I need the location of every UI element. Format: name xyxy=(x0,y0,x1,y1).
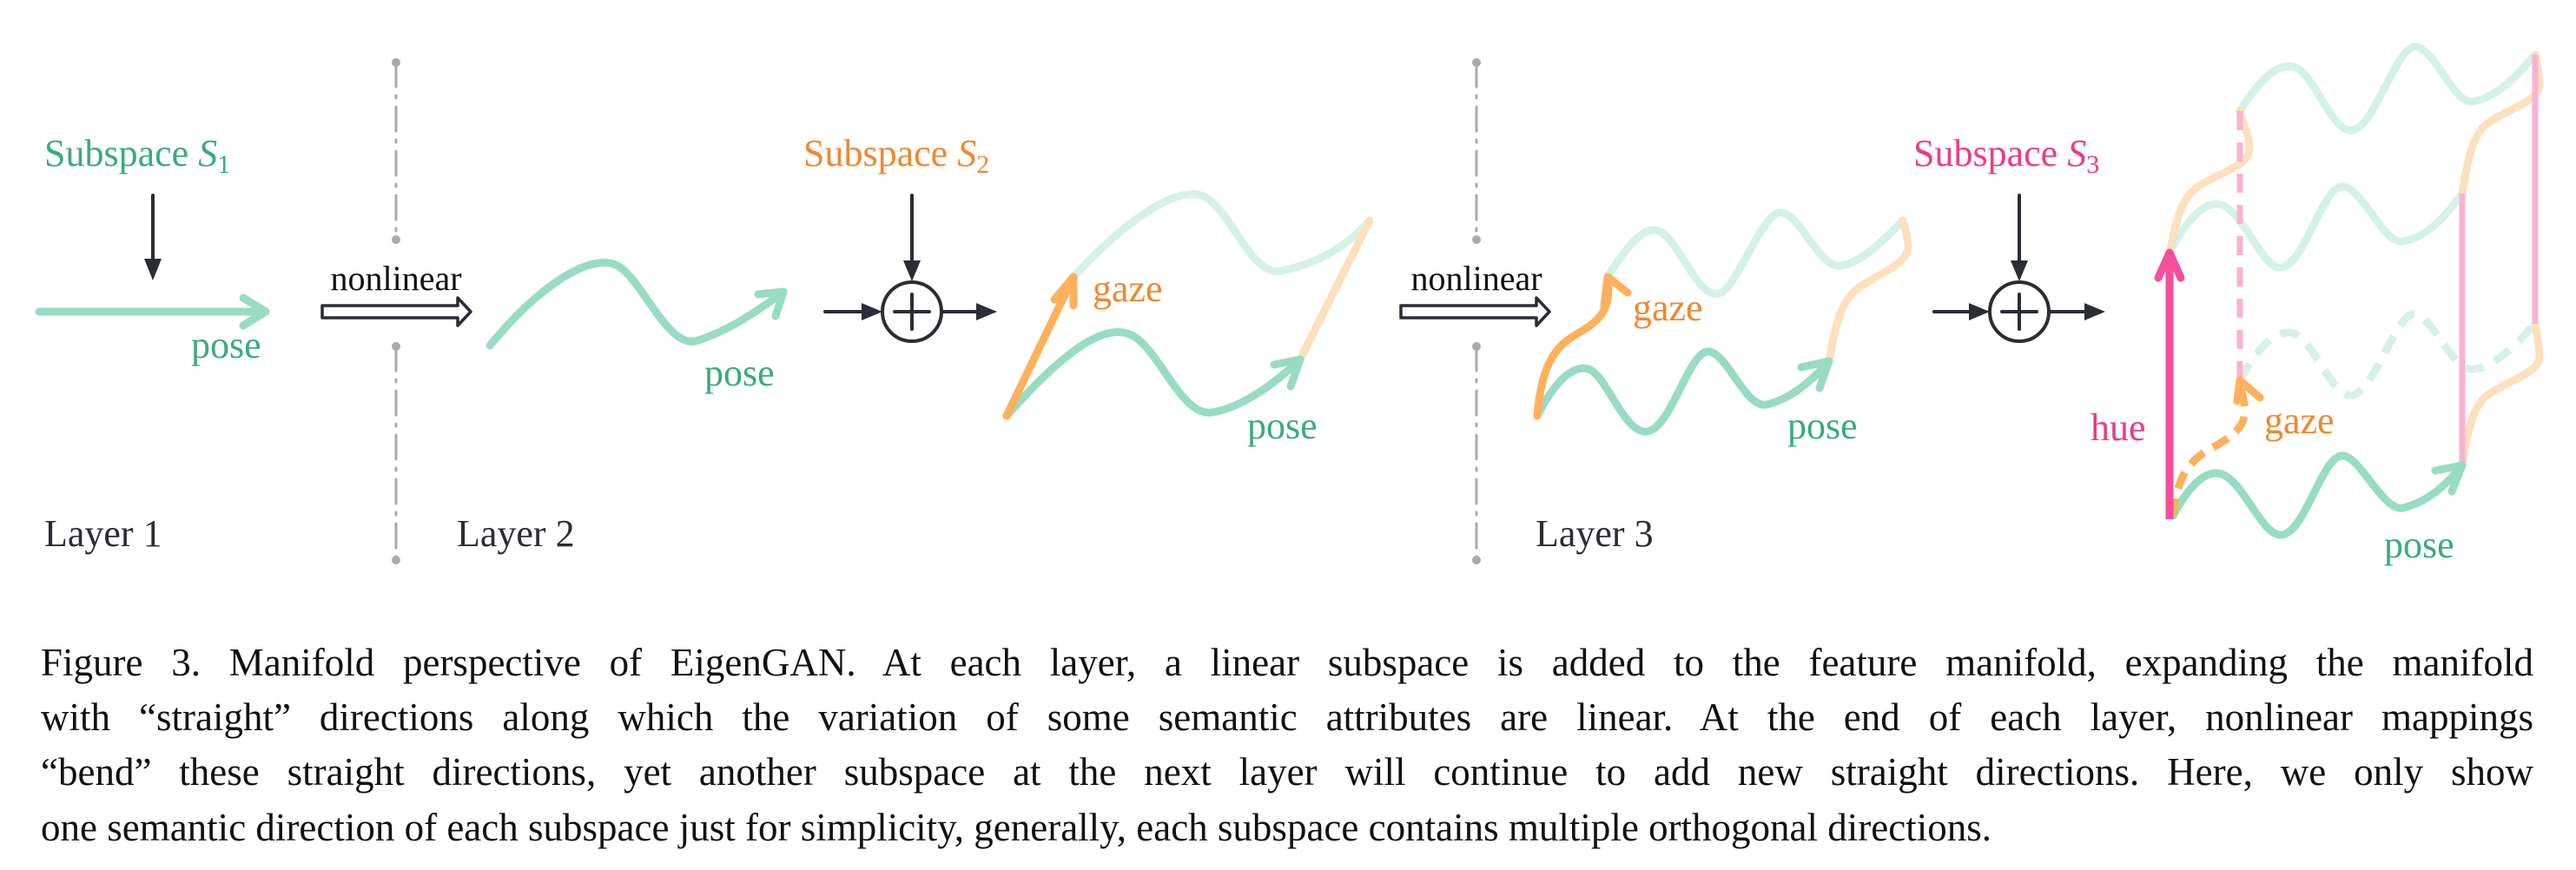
pose-label-final: pose xyxy=(2384,524,2454,566)
layer-label-3: Layer 3 xyxy=(1536,512,1654,555)
caption-line-1: Figure 3. Manifold perspective of EigenG… xyxy=(41,641,2533,684)
caption-line-3: “bend” these straight directions, yet an… xyxy=(41,750,2533,794)
caption-line-4: one semantic direction of each subspace … xyxy=(41,806,1991,849)
gaze-label-3: gaze xyxy=(1633,287,1703,329)
caption-line-2: with “straight” directions along which t… xyxy=(41,695,2533,739)
subspace-label-1: Subspace S1 xyxy=(44,132,230,179)
subspace-label-2: Subspace S2 xyxy=(803,132,989,179)
layer-label-1: Layer 1 xyxy=(44,512,162,555)
gaze-label-2: gaze xyxy=(1093,267,1163,310)
pose-label-2: pose xyxy=(704,352,775,394)
nonlinear-label-1: nonlinear xyxy=(330,259,461,298)
nonlinear-label-2: nonlinear xyxy=(1410,259,1542,298)
adder-2 xyxy=(1932,194,2105,343)
manifold-layer3 xyxy=(1533,208,1912,436)
adder-1 xyxy=(823,194,997,343)
manifold-layer2 xyxy=(1002,190,1374,420)
subspace-label-3: Subspace S3 xyxy=(1913,132,2099,179)
divider-dots-2 xyxy=(1472,58,1481,564)
pose-label-3: pose xyxy=(1787,405,1858,447)
hollow-arrow-1 xyxy=(320,296,472,327)
gaze-label-final: gaze xyxy=(2264,399,2335,442)
pose-curve-layer2 xyxy=(485,259,788,350)
layer-label-2: Layer 2 xyxy=(457,512,575,555)
divider-dots-1 xyxy=(392,58,400,564)
pose-label-1: pose xyxy=(191,324,261,366)
manifold-diagram: Subspace S1 Subspace S2 Subspace S3 pose… xyxy=(35,43,2544,566)
manifold-final xyxy=(2154,43,2544,539)
pose-label-2b: pose xyxy=(1247,405,1318,447)
pose-arrow-layer1 xyxy=(35,293,270,330)
hue-label: hue xyxy=(2091,406,2146,449)
down-arrow-1 xyxy=(144,194,162,280)
hollow-arrow-2 xyxy=(1399,296,1551,327)
